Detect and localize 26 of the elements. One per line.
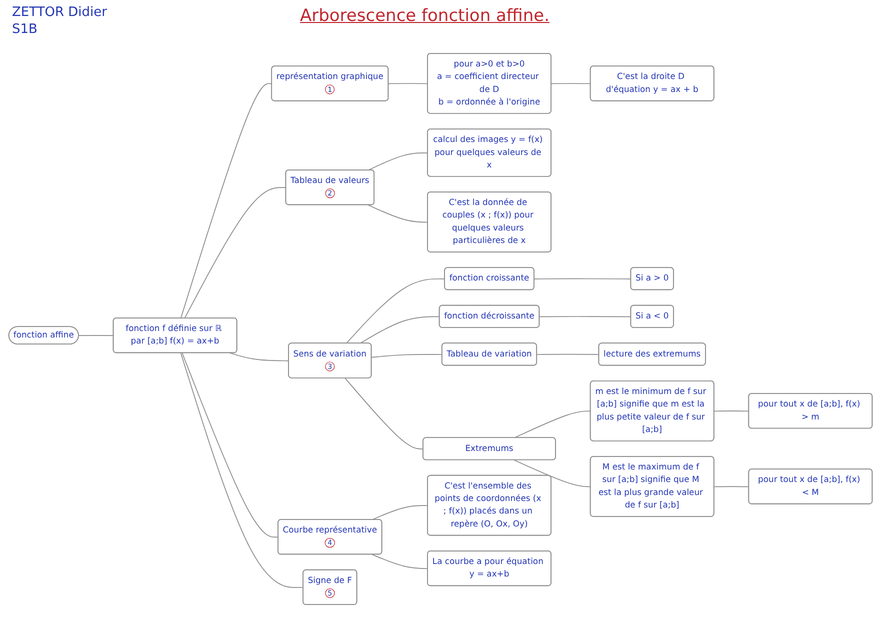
connector: [180, 83, 272, 319]
connector: [514, 460, 592, 488]
connector: [371, 354, 443, 358]
connector: [368, 152, 428, 171]
connector: [346, 278, 446, 344]
connector: [180, 352, 304, 588]
connector: [360, 316, 440, 344]
connector: [78, 334, 114, 336]
connector: [514, 410, 592, 438]
title: Arborescence fonction affine.: [300, 6, 550, 26]
connector: [344, 378, 424, 450]
connector: [550, 83, 592, 84]
connector: [372, 554, 428, 570]
author-name: ZETTOR Didier: [12, 4, 107, 21]
connector: [714, 410, 750, 412]
connector: [534, 278, 632, 280]
connector: [388, 83, 428, 84]
connector: [539, 316, 632, 318]
connector: [714, 486, 750, 488]
connector: [372, 505, 428, 520]
class-label: S1B: [12, 21, 38, 38]
connector: [368, 204, 428, 223]
connector: [184, 187, 286, 319]
connector: [536, 354, 600, 355]
connector: [230, 352, 290, 362]
connector: [182, 352, 279, 538]
